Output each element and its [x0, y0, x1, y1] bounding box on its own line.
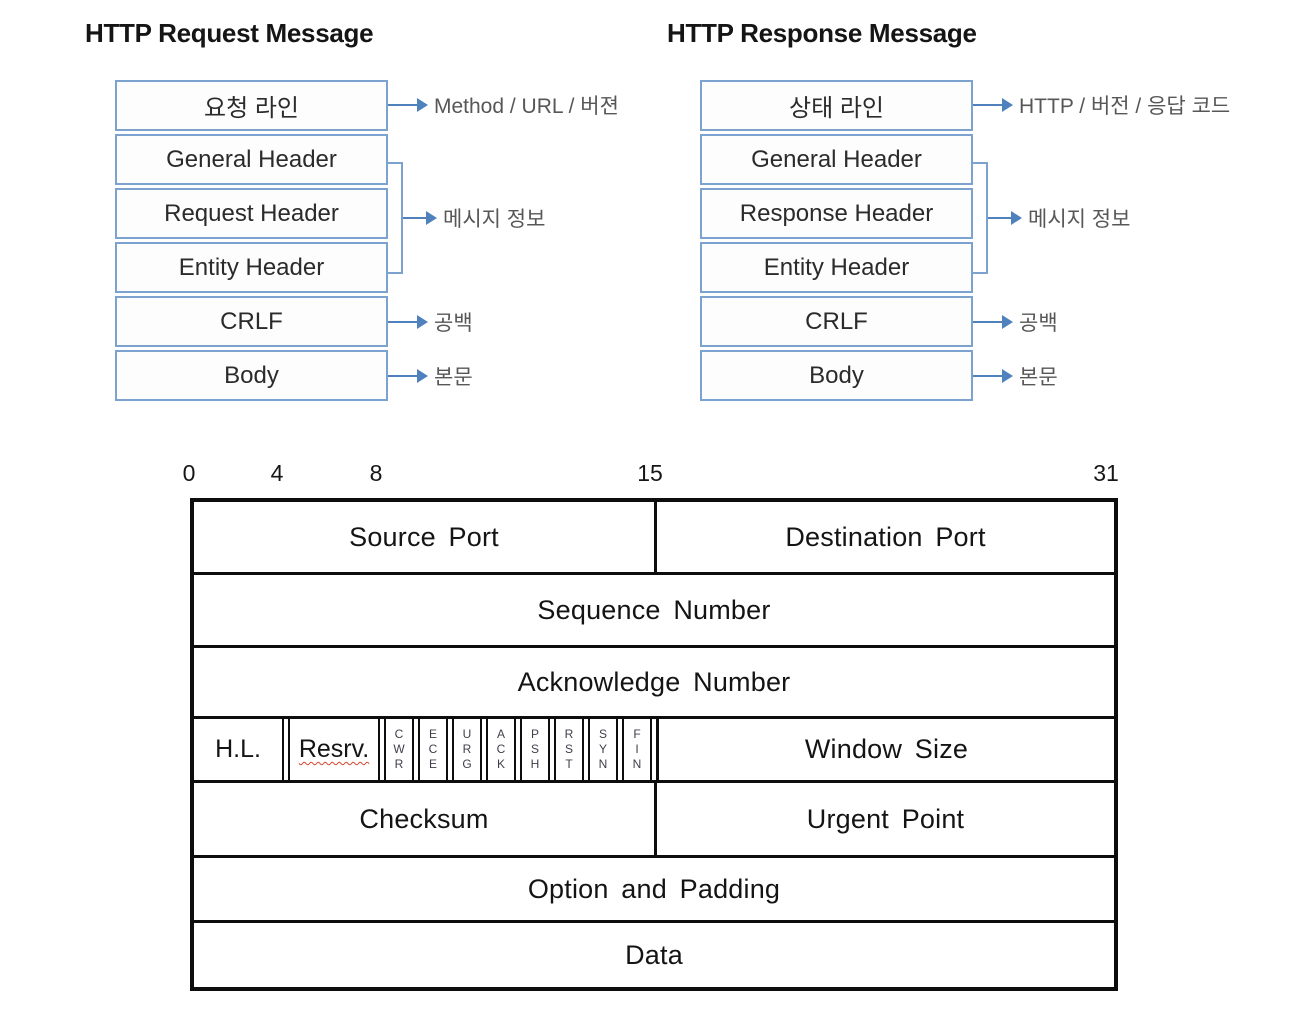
arrow-right-icon	[388, 315, 428, 329]
bit-label-15: 15	[637, 460, 663, 486]
general-header-box: General Header	[700, 134, 973, 185]
table-row: Checksum Urgent Point	[194, 780, 1114, 855]
flag-ece-cell: ECE	[418, 719, 448, 780]
bit-label-31: 31	[1093, 460, 1119, 486]
entity-header-box: Entity Header	[115, 242, 388, 293]
annotation-label: Method / URL / 버젼	[434, 95, 619, 118]
bit-label-8: 8	[369, 460, 383, 486]
annotation-label: 본문	[1019, 366, 1058, 389]
annotation-label: 본문	[434, 366, 473, 389]
window-size-cell: Window Size	[656, 719, 1114, 780]
response-header-box: Response Header	[700, 188, 973, 239]
arrow-right-icon	[973, 369, 1013, 383]
annotation-label: 메시지 정보	[443, 208, 546, 231]
urgent-point-cell: Urgent Point	[654, 783, 1114, 855]
arrow-right-icon	[973, 98, 1013, 112]
body-box: Body	[700, 350, 973, 401]
flag-urg-cell: URG	[452, 719, 482, 780]
body-box: Body	[115, 350, 388, 401]
table-row: Sequence Number	[194, 572, 1114, 645]
flag-fin-label: FIN	[630, 727, 644, 772]
header-length-cell: H.L.	[194, 719, 284, 780]
annotation-label: 공백	[1019, 312, 1058, 335]
arrow-right-icon	[388, 369, 428, 383]
arrow-right-icon	[403, 211, 437, 225]
flag-ack-cell: ACK	[486, 719, 516, 780]
acknowledge-number-cell: Acknowledge Number	[517, 666, 791, 697]
table-row: Option and Padding	[194, 855, 1114, 920]
flag-cwr-cell: CWR	[384, 719, 414, 780]
arrow-right-icon	[973, 315, 1013, 329]
http-response-title: HTTP Response Message	[667, 18, 977, 48]
flag-psh-label: PSH	[528, 727, 542, 772]
status-line-annotation: HTTP / 버전 / 응답 코드	[973, 93, 1231, 118]
flag-psh-cell: PSH	[520, 719, 550, 780]
arrow-right-icon	[388, 98, 428, 112]
flag-ece-label: ECE	[426, 727, 440, 772]
table-row: Acknowledge Number	[194, 645, 1114, 716]
flag-rst-label: RST	[562, 727, 576, 772]
message-info-annotation: 메시지 정보	[403, 206, 546, 231]
request-line-annotation: Method / URL / 버젼	[388, 93, 619, 118]
flag-rst-cell: RST	[554, 719, 584, 780]
table-row: H.L. Resrv. CWR ECE URG ACK PSH RST SYN …	[194, 716, 1114, 780]
status-line-box: 상태 라인	[700, 80, 973, 131]
message-info-annotation: 메시지 정보	[988, 206, 1131, 231]
bit-label-0: 0	[182, 460, 196, 486]
crlf-box: CRLF	[115, 296, 388, 347]
table-row: Source Port Destination Port	[194, 502, 1114, 572]
annotation-label: 공백	[434, 312, 473, 335]
table-row: Data	[194, 920, 1114, 987]
body-annotation: 본문	[388, 364, 473, 389]
crlf-box: CRLF	[700, 296, 973, 347]
flag-fin-cell: FIN	[622, 719, 652, 780]
arrow-right-icon	[988, 211, 1022, 225]
bit-label-4: 4	[270, 460, 284, 486]
source-port-cell: Source Port	[349, 521, 499, 552]
headers-bracket	[388, 162, 403, 274]
option-padding-cell: Option and Padding	[527, 873, 781, 904]
tcp-header-table: Source Port Destination Port Sequence Nu…	[190, 498, 1118, 991]
body-annotation: 본문	[973, 364, 1058, 389]
annotation-label: HTTP / 버전 / 응답 코드	[1019, 95, 1231, 118]
general-header-box: General Header	[115, 134, 388, 185]
crlf-annotation: 공백	[973, 310, 1058, 335]
entity-header-box: Entity Header	[700, 242, 973, 293]
data-cell: Data	[625, 939, 683, 970]
flag-urg-label: URG	[460, 727, 474, 772]
reserved-cell: Resrv.	[288, 719, 380, 780]
checksum-cell: Checksum	[359, 803, 489, 834]
flag-cwr-label: CWR	[392, 727, 406, 772]
reserved-label: Resrv.	[298, 735, 370, 763]
annotation-label: 메시지 정보	[1028, 208, 1131, 231]
flag-syn-label: SYN	[596, 727, 610, 772]
http-request-title: HTTP Request Message	[85, 18, 374, 48]
request-header-box: Request Header	[115, 188, 388, 239]
sequence-number-cell: Sequence Number	[537, 594, 771, 625]
http-response-stack: 상태 라인 General Header Response Header Ent…	[700, 80, 973, 404]
http-request-stack: 요청 라인 General Header Request Header Enti…	[115, 80, 388, 404]
headers-bracket	[973, 162, 988, 274]
flag-syn-cell: SYN	[588, 719, 618, 780]
request-line-box: 요청 라인	[115, 80, 388, 131]
crlf-annotation: 공백	[388, 310, 473, 335]
flag-ack-label: ACK	[494, 727, 508, 772]
destination-port-cell: Destination Port	[654, 502, 1114, 572]
